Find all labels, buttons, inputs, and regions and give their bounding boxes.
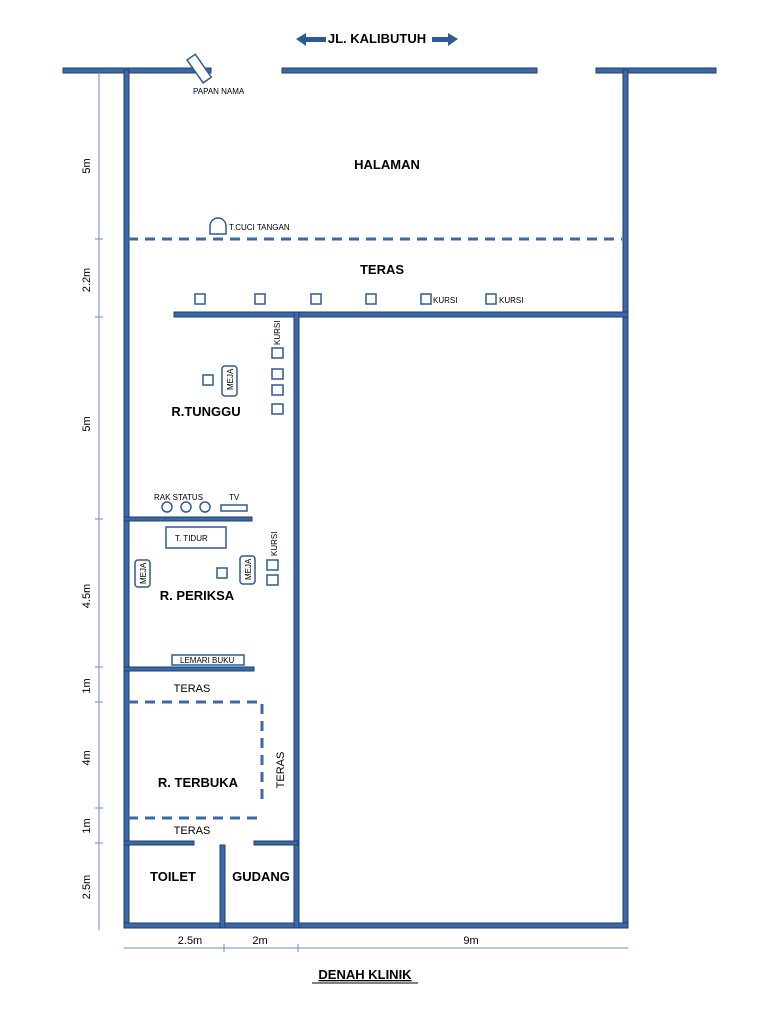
table-icon: [239, 555, 256, 585]
tunggu-label: R.TUNGGU: [171, 404, 240, 419]
chair-icon: [485, 293, 497, 305]
dim-v-6: 4m: [81, 750, 93, 765]
page-title: DENAH KLINIK: [318, 967, 412, 982]
chair-icon: [271, 403, 284, 415]
toilet-label: TOILET: [150, 869, 196, 884]
horizontal-dimensions: [124, 944, 628, 952]
rak-status-label: RAK STATUS: [154, 493, 203, 502]
tv-label: TV: [229, 493, 240, 502]
status-rack: [161, 501, 211, 513]
dim-v-2: 2.2m: [81, 268, 93, 292]
chair-icon: [271, 368, 284, 380]
dim-v-4: 4.5m: [81, 584, 93, 608]
meja-label: MEJA: [226, 368, 235, 390]
tidur-label: T. TIDUR: [175, 534, 208, 543]
bookshelf-icon: [171, 654, 245, 666]
sink-icon: [209, 217, 227, 235]
chair-icon: [202, 374, 214, 386]
gudang-label: GUDANG: [232, 869, 290, 884]
dim-h-1: 2.5m: [178, 935, 202, 947]
dim-v-1: 5m: [81, 158, 93, 173]
status-icon: [199, 501, 211, 513]
teras-chairs: [194, 293, 497, 305]
teras-mid-label: TERAS: [174, 683, 211, 695]
kursi-label: KURSI: [499, 296, 523, 305]
table-icon: [134, 559, 151, 588]
papan-nama-label: PAPAN NAMA: [193, 87, 245, 96]
table-icon: [221, 365, 238, 397]
dim-h-3: 9m: [463, 935, 478, 947]
vertical-dimensions: [95, 72, 103, 930]
dim-v-8: 2.5m: [81, 875, 93, 899]
teras-side-label: TERAS: [275, 752, 287, 789]
kursi-label: KURSI: [270, 532, 279, 556]
kursi-label: KURSI: [433, 296, 457, 305]
dim-v-5: 1m: [81, 678, 93, 693]
teras-low-label: TERAS: [174, 825, 211, 837]
chair-icon: [216, 567, 228, 579]
chair-icon: [266, 559, 279, 571]
chair-icon: [310, 293, 322, 305]
sign-board-icon: [186, 53, 213, 84]
periksa-label: R. PERIKSA: [160, 588, 235, 603]
terbuka-label: R. TERBUKA: [158, 775, 239, 790]
dim-v-3: 5m: [81, 416, 93, 431]
chair-icon: [271, 384, 284, 396]
meja-label: MEJA: [244, 558, 253, 580]
street-arrow-icon: [296, 33, 458, 46]
chair-icon: [254, 293, 266, 305]
dim-v-7: 1m: [81, 818, 93, 833]
chair-icon: [194, 293, 206, 305]
chair-icon: [420, 293, 432, 305]
meja-label: MEJA: [139, 562, 148, 584]
chair-icon: [266, 574, 279, 586]
cuci-tangan-label: T.CUCI TANGAN: [229, 223, 290, 232]
chair-icon: [271, 347, 284, 359]
dim-h-2: 2m: [252, 935, 267, 947]
walls: [62, 67, 717, 929]
teras-top-label: TERAS: [360, 262, 404, 277]
lemari-label: LEMARI BUKU: [180, 656, 234, 665]
chair-icon: [365, 293, 377, 305]
street-label: JL. KALIBUTUH: [328, 31, 426, 46]
kursi-label: KURSI: [273, 321, 282, 345]
status-icon: [180, 501, 192, 513]
status-icon: [161, 501, 173, 513]
halaman-label: HALAMAN: [354, 157, 420, 172]
tv-icon: [220, 504, 248, 512]
bed-icon: [165, 526, 227, 549]
tunggu-chairs: [202, 347, 284, 415]
